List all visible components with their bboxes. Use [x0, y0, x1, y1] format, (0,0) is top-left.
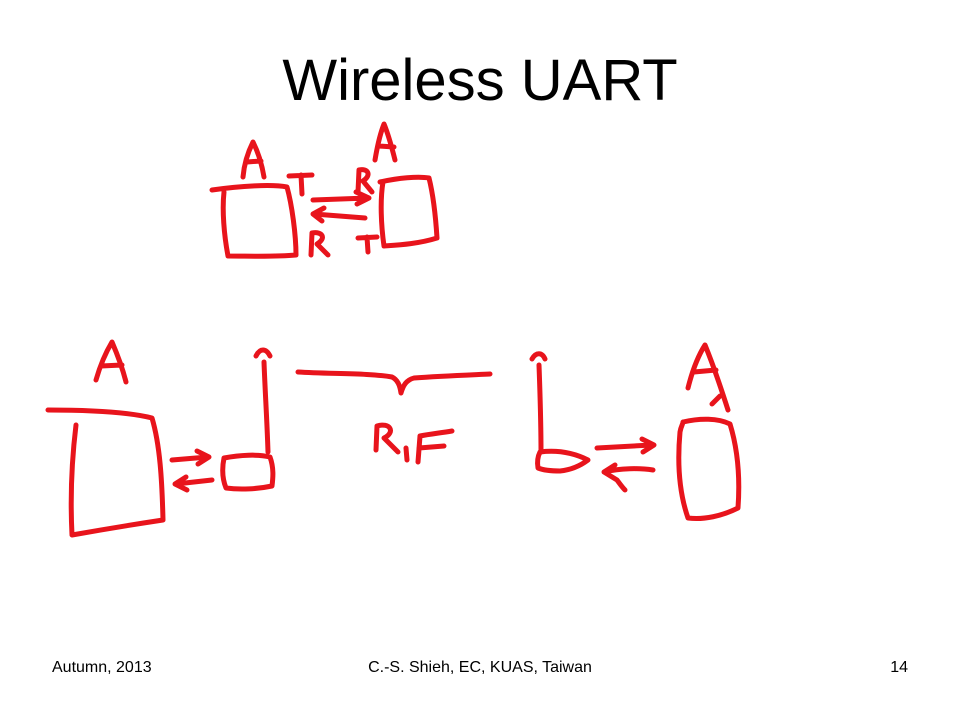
top-right-device-box	[377, 174, 440, 249]
top-r-left-letter	[308, 230, 331, 258]
bottom-left-device-box	[45, 407, 166, 538]
top-tx-arrow	[310, 189, 372, 207]
bottom-right-device-box	[676, 416, 742, 521]
top-wired-diagram	[209, 121, 440, 259]
top-right-a-letter	[372, 121, 398, 163]
bottom-left-a-letter	[93, 339, 129, 385]
bottom-left-rf-module	[220, 452, 276, 492]
slide-title: Wireless UART	[282, 48, 678, 113]
bottom-wireless-diagram	[45, 339, 742, 538]
top-rx-arrow	[310, 205, 368, 224]
top-r-right-letter	[355, 167, 375, 195]
rf-label-letters	[373, 422, 455, 465]
bottom-right-rx-arrow	[601, 462, 656, 493]
top-t-left-letter	[286, 172, 315, 197]
bottom-right-tx-arrow	[594, 436, 657, 455]
bottom-left-antenna	[253, 347, 273, 455]
footer-page-number: 14	[890, 659, 908, 676]
bottom-left-rx-arrow	[172, 474, 215, 493]
bottom-right-rf-module	[535, 448, 591, 474]
top-left-a-letter	[240, 139, 267, 180]
bottom-left-tx-arrow	[169, 448, 212, 467]
rf-link-brace	[295, 369, 493, 396]
top-left-device-box	[209, 183, 299, 259]
footer-author: C.-S. Shieh, EC, KUAS, Taiwan	[368, 659, 592, 676]
top-t-right-letter	[355, 234, 380, 255]
footer-date: Autumn, 2013	[52, 659, 152, 676]
bottom-right-antenna	[529, 351, 548, 455]
bottom-right-a-letter	[685, 342, 731, 413]
